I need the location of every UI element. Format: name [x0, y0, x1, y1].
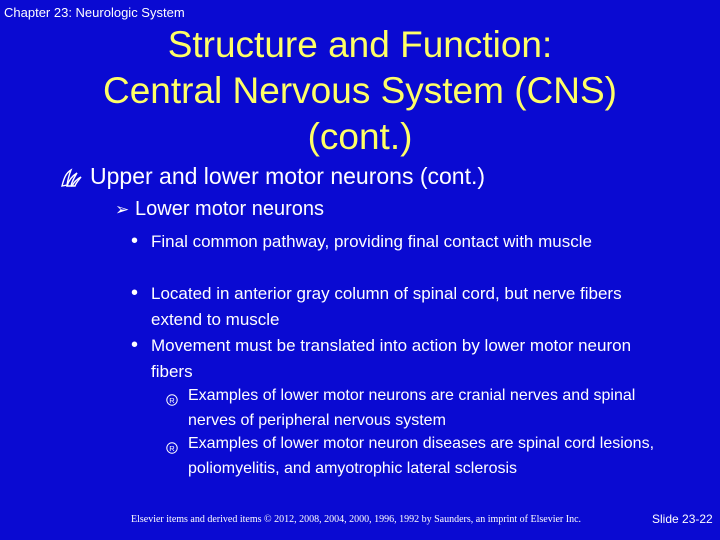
chapter-label: Chapter 23: Neurologic System	[4, 5, 185, 20]
dot-bullet-icon: •	[131, 230, 139, 252]
bullet-text: Examples of lower motor neuron diseases …	[188, 435, 655, 477]
title-line-3: (cont.)	[307, 116, 413, 157]
title-line-1: Structure and Function:	[167, 24, 553, 65]
bullet-text: Movement must be translated into action …	[151, 336, 632, 381]
arrowhead-bullet-icon: ➢	[115, 200, 130, 219]
registered-bullet-icon: R	[166, 438, 178, 454]
slide-title: Structure and Function: Central Nervous …	[40, 22, 680, 160]
slide-number: Slide 23-22	[652, 512, 713, 526]
bullet-text: Examples of lower motor neurons are cran…	[188, 387, 636, 429]
svg-text:R: R	[169, 444, 175, 453]
bullet-text: Lower motor neurons	[135, 198, 324, 220]
bullet-text: Final common pathway, providing final co…	[151, 232, 592, 251]
copyright-notice: Elsevier items and derived items © 2012,…	[131, 514, 582, 525]
bullet-text: Located in anterior gray column of spina…	[151, 284, 622, 329]
bullet-text: Upper and lower motor neurons (cont.)	[90, 163, 486, 189]
wing-bullet-icon	[60, 166, 82, 187]
title-line-2: Central Nervous System (CNS)	[102, 70, 617, 111]
svg-text:R: R	[169, 396, 175, 405]
dot-bullet-icon: •	[131, 334, 139, 356]
registered-bullet-icon: R	[166, 390, 178, 406]
dot-bullet-icon: •	[131, 282, 139, 304]
